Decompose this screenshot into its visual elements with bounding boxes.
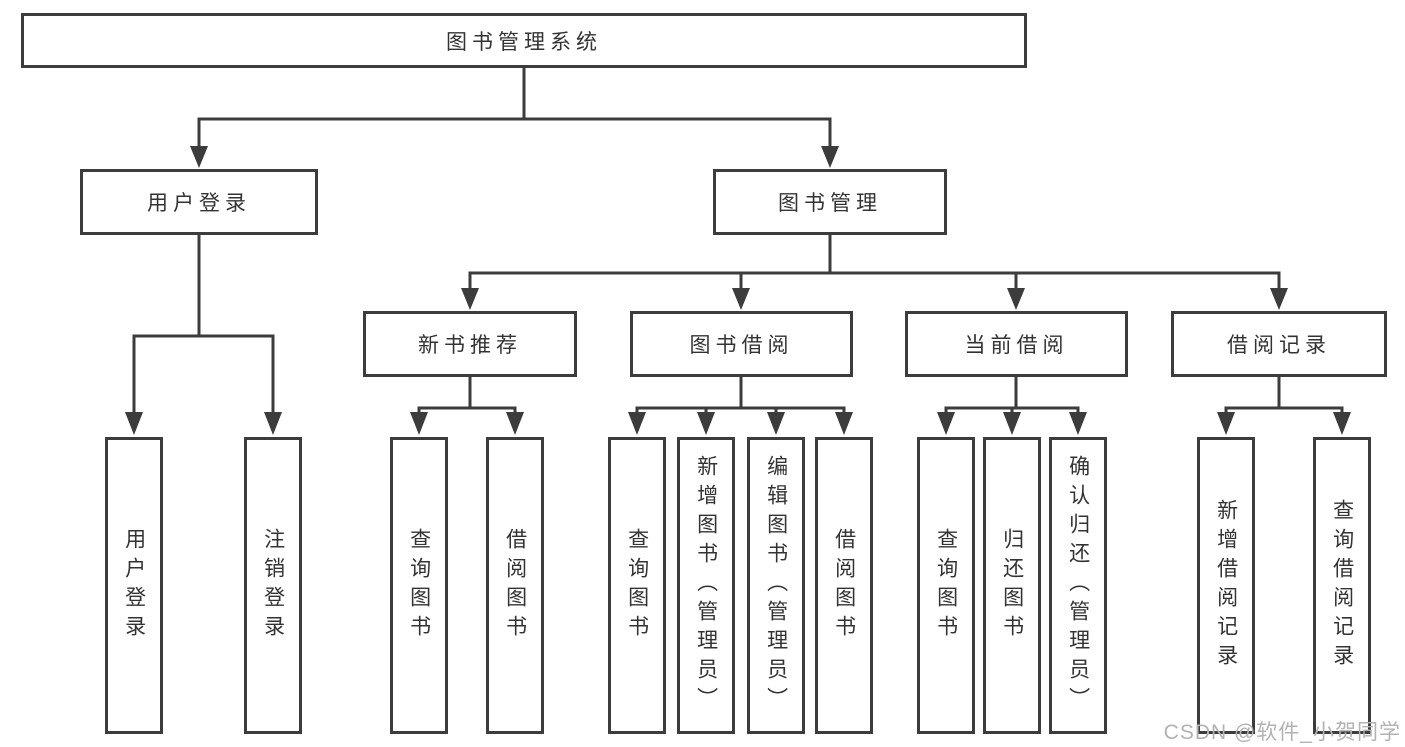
leaf-query-books-current: 查询图书 [917, 437, 975, 734]
leaf-query-borrow-record-label: 查询借阅记录 [1330, 498, 1354, 673]
arrowhead-icon [1007, 288, 1025, 310]
arrowhead-icon [732, 288, 750, 310]
leaf-borrow-books-recommend-label: 借阅图书 [503, 527, 527, 644]
leaf-add-book-admin: 新增图书（管理员） [677, 437, 735, 734]
leaf-logout-label: 注销登录 [261, 527, 285, 644]
leaf-borrow-books-recommend: 借阅图书 [486, 437, 544, 734]
arrowhead-icon [1003, 412, 1021, 435]
connector-root-to-level2 [197, 66, 832, 152]
arrowheads [125, 146, 1351, 435]
connector-borrowrecords-to-leaves [1224, 375, 1344, 418]
node-book-management-label: 图书管理 [778, 192, 882, 215]
node-root-label: 图书管理系统 [446, 30, 602, 54]
leaf-query-borrow-record: 查询借阅记录 [1313, 437, 1371, 734]
arrowhead-icon [821, 146, 839, 168]
node-root: 图书管理系统 [21, 13, 1027, 68]
connector-stems [132, 66, 1344, 418]
arrowhead-icon [1069, 412, 1087, 435]
leaf-return-book-label: 归还图书 [1000, 527, 1024, 644]
arrowhead-icon [125, 412, 143, 435]
node-user-login: 用户登录 [80, 169, 318, 235]
leaf-confirm-return-admin: 确认归还（管理员） [1049, 437, 1107, 734]
leaf-query-books-current-label: 查询图书 [934, 527, 958, 644]
leaf-return-book: 归还图书 [983, 437, 1041, 734]
leaf-edit-book-admin: 编辑图书（管理员） [747, 437, 805, 734]
connector-newbook-to-leaves [417, 375, 517, 418]
leaf-user-login: 用户登录 [105, 437, 163, 734]
leaf-query-books-recommend-label: 查询图书 [407, 527, 431, 644]
connector-bookmgmt-to-level3 [468, 233, 1281, 294]
arrowhead-icon [410, 412, 428, 435]
arrowhead-icon [767, 412, 785, 435]
csdn-watermark: CSDN @软件_小贺同学 [1163, 721, 1401, 744]
connector-bookborrow-to-leaves [635, 375, 846, 418]
arrowhead-icon [628, 412, 646, 435]
leaf-user-login-label: 用户登录 [122, 527, 146, 644]
leaf-borrow-books-label: 借阅图书 [832, 527, 856, 644]
node-current-borrow: 当前借阅 [905, 311, 1128, 377]
leaf-borrow-books: 借阅图书 [815, 437, 873, 734]
node-current-borrow-label: 当前借阅 [964, 334, 1069, 357]
leaf-query-books-borrow-label: 查询图书 [625, 527, 649, 644]
node-new-book-recommend: 新书推荐 [363, 311, 577, 377]
leaf-edit-book-admin-label: 编辑图书（管理员） [764, 455, 788, 716]
node-new-book-recommend-label: 新书推荐 [418, 334, 522, 357]
arrowhead-icon [937, 412, 955, 435]
node-user-login-label: 用户登录 [147, 192, 251, 215]
arrowhead-icon [1270, 288, 1288, 310]
leaf-add-borrow-record-label: 新增借阅记录 [1214, 498, 1238, 673]
leaf-add-borrow-record: 新增借阅记录 [1197, 437, 1255, 734]
node-borrow-records: 借阅记录 [1171, 311, 1387, 377]
node-book-borrow: 图书借阅 [630, 311, 853, 377]
leaf-query-books-borrow: 查询图书 [608, 437, 666, 734]
arrowhead-icon [835, 412, 853, 435]
node-borrow-records-label: 借阅记录 [1227, 334, 1331, 357]
arrowhead-icon [264, 412, 282, 435]
leaf-query-books-recommend: 查询图书 [390, 437, 448, 734]
arrowhead-icon [1333, 412, 1351, 435]
leaf-logout: 注销登录 [244, 437, 302, 734]
arrowhead-icon [190, 146, 208, 168]
connector-currentborrow-to-leaves [944, 375, 1080, 418]
arrowhead-icon [1217, 412, 1235, 435]
node-book-management: 图书管理 [713, 169, 947, 235]
arrowhead-icon [697, 412, 715, 435]
arrowhead-icon [506, 412, 524, 435]
leaf-add-book-admin-label: 新增图书（管理员） [694, 455, 718, 716]
leaf-confirm-return-admin-label: 确认归还（管理员） [1066, 455, 1090, 716]
node-book-borrow-label: 图书借阅 [689, 334, 794, 357]
arrowhead-icon [461, 288, 479, 310]
connector-userlogin-to-leaves [132, 233, 275, 418]
